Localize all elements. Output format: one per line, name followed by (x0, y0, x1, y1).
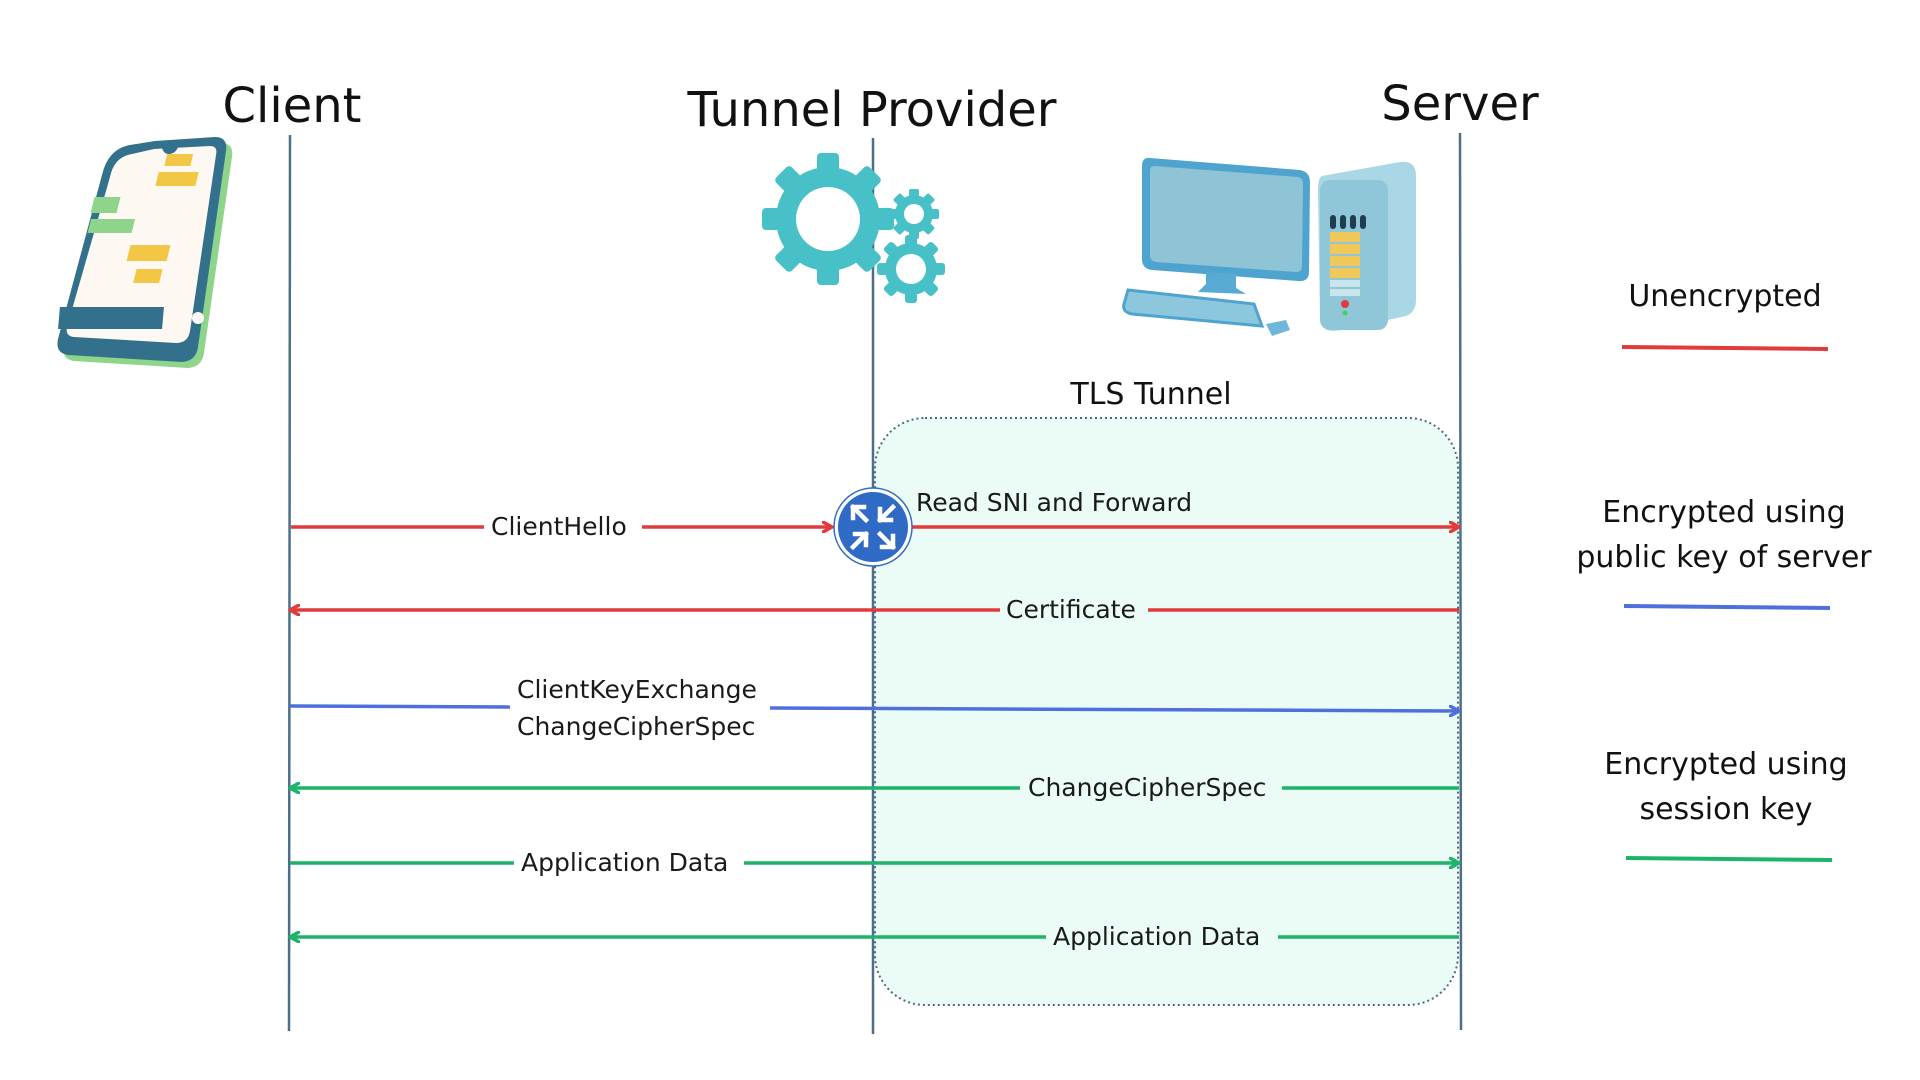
legend-label-session-key: Encrypted using session key (1536, 742, 1916, 832)
legend-line-session-key (1625, 856, 1833, 862)
legend-public-key-line2: public key of server (1576, 540, 1872, 575)
message-label-appdata-to-server: Application Data (521, 848, 729, 877)
participant-server-title: Server (1381, 76, 1539, 132)
legend-line-public-key (1623, 604, 1831, 610)
smartphone-chat-icon (57, 137, 233, 368)
legend-session-key-line2: session key (1639, 792, 1813, 827)
arrow-clientkeyexchange (289, 704, 511, 709)
client-lifeline (287, 134, 292, 1032)
participant-client-title: Client (222, 78, 362, 134)
arrow-clientkeyexchange-2 (769, 708, 1459, 711)
legend-label-public-key: Encrypted using public key of server (1534, 490, 1914, 580)
legend-session-key-line1: Encrypted using (1604, 747, 1848, 782)
desktop-computer-icon (1122, 157, 1416, 336)
message-label-clienthello: ClientHello (491, 512, 627, 541)
legend-label-unencrypted: Unencrypted (1535, 274, 1915, 319)
router-icon (833, 487, 913, 567)
tls-tunnel-label: TLS Tunnel (1070, 377, 1232, 412)
participant-tunnel-title: Tunnel Provider (687, 82, 1057, 138)
message-label-clientkeyexchange: ClientKeyExchange (517, 675, 757, 704)
tls-tunnel-region (874, 417, 1459, 1006)
server-lifeline (1458, 132, 1463, 1031)
message-label-changecipherspec-client: ChangeCipherSpec (517, 712, 756, 741)
legend-unencrypted-text: Unencrypted (1628, 279, 1822, 314)
message-label-read-sni: Read SNI and Forward (916, 488, 1193, 517)
legend-line-unencrypted (1621, 345, 1829, 351)
message-label-certificate: Certificate (1006, 595, 1136, 624)
message-label-appdata-to-client: Application Data (1053, 922, 1261, 951)
gears-icon (762, 153, 945, 303)
message-label-changecipherspec-server: ChangeCipherSpec (1028, 773, 1267, 802)
legend-public-key-line1: Encrypted using (1602, 495, 1846, 530)
